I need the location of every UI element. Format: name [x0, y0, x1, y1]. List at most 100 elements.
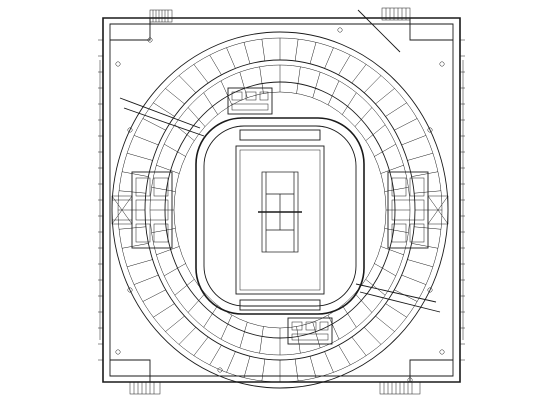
- annotation-markers: [115, 27, 445, 383]
- stair-bottom-right: [379, 381, 421, 395]
- radial-partition-outer: [363, 327, 382, 345]
- radial-partition-outer: [351, 336, 367, 356]
- radial-partition-inner: [365, 279, 386, 296]
- radial-partition-outer: [411, 243, 438, 249]
- radial-partition-outer: [142, 118, 166, 131]
- grid-axis-markers: [98, 39, 465, 361]
- radial-partition-outer: [363, 75, 382, 93]
- radial-partition-inner: [151, 187, 176, 192]
- annotation-marker: [427, 127, 433, 133]
- annotation-marker: [115, 61, 121, 67]
- radial-partition-outer: [127, 259, 153, 268]
- stair-bottom-left: [129, 381, 161, 395]
- radial-partitions-outer: [118, 38, 442, 382]
- radial-partition-inner: [220, 80, 233, 105]
- service-block-left: [111, 171, 173, 249]
- radial-partition-inner: [384, 187, 409, 192]
- radial-partition-inner: [374, 143, 396, 157]
- radial-partition-inner: [342, 92, 357, 115]
- radial-partition-outer: [243, 356, 251, 378]
- radial-partition-inner: [354, 293, 373, 313]
- annotation-marker: [407, 377, 413, 383]
- radial-partition-outer: [375, 88, 395, 105]
- radial-partition-outer: [375, 315, 395, 332]
- radial-partition-outer: [351, 64, 367, 84]
- radial-partition-outer: [142, 289, 166, 302]
- radial-partition-outer: [411, 171, 438, 177]
- radial-partition-outer: [153, 102, 175, 117]
- radial-partition-outer: [193, 336, 209, 356]
- radial-partition-inner: [164, 263, 186, 277]
- radial-partition-outer: [243, 42, 251, 64]
- radial-partition-outer: [226, 351, 236, 373]
- radial-partition-outer: [165, 88, 185, 105]
- radial-partition-inner: [203, 305, 218, 328]
- annotation-marker: [115, 349, 121, 355]
- radial-partition-outer: [294, 359, 299, 381]
- radial-partition-inner: [164, 143, 186, 157]
- radial-partition-outer: [133, 274, 159, 285]
- radial-partition-outer: [309, 356, 317, 378]
- radial-partition-inner: [151, 228, 176, 233]
- annotation-marker: [337, 27, 343, 33]
- radial-partition-outer: [209, 345, 222, 366]
- radial-partition-inner: [384, 228, 409, 233]
- radial-partition-outer: [153, 303, 175, 318]
- radial-partition-inner: [374, 263, 396, 277]
- radial-partition-inner: [174, 279, 195, 296]
- radial-partition-inner: [327, 315, 340, 340]
- building-outline: [99, 7, 464, 395]
- radial-partition-outer: [165, 315, 185, 332]
- radial-partition-inner: [380, 246, 404, 256]
- radial-partition-outer: [401, 274, 427, 285]
- radial-partition-inner: [259, 66, 264, 94]
- service-block-right: [387, 171, 449, 249]
- radial-partition-inner: [312, 72, 321, 98]
- radial-partition-outer: [261, 359, 266, 381]
- seating-ring-inner: [195, 117, 365, 315]
- radial-partition-inner: [354, 107, 373, 127]
- annotation-marker: [427, 287, 433, 293]
- radial-partition-inner: [365, 124, 386, 141]
- annotation-marker: [147, 37, 153, 43]
- service-block-top: [227, 87, 273, 115]
- access-ramps: [119, 9, 441, 313]
- radial-partition-inner: [259, 326, 264, 354]
- radial-partition-outer: [122, 243, 149, 249]
- annotation-marker: [439, 61, 445, 67]
- radial-partition-inner: [174, 124, 195, 141]
- radial-partition-inner: [296, 66, 301, 94]
- annotation-marker: [127, 127, 133, 133]
- radial-partition-outer: [309, 42, 317, 64]
- radial-partition-outer: [324, 47, 334, 69]
- radial-partition-inner: [220, 315, 233, 340]
- radial-partition-outer: [394, 118, 418, 131]
- radial-partition-outer: [324, 351, 334, 373]
- radial-partition-outer: [178, 327, 197, 345]
- radial-partition-outer: [294, 39, 299, 61]
- service-block-bottom: [287, 317, 333, 345]
- stair-top-right: [381, 7, 411, 21]
- radial-partition-outer: [407, 259, 433, 268]
- arena-floor: [235, 129, 325, 311]
- radial-partition-outer: [261, 39, 266, 61]
- radial-partition-outer: [133, 135, 159, 146]
- annotation-marker: [439, 349, 445, 355]
- radial-partition-outer: [178, 75, 197, 93]
- radial-partition-inner: [239, 322, 248, 348]
- stair-top-left: [149, 9, 173, 23]
- annotation-marker: [217, 367, 223, 373]
- radial-partition-outer: [401, 135, 427, 146]
- radial-partition-inner: [187, 293, 206, 313]
- annotation-marker: [127, 287, 133, 293]
- radial-partitions-inner: [150, 65, 410, 355]
- radial-partition-inner: [380, 164, 404, 174]
- radial-partition-outer: [385, 303, 407, 318]
- radial-partition-outer: [394, 289, 418, 302]
- radial-partition-inner: [187, 107, 206, 127]
- tennis-court: [258, 171, 302, 253]
- radial-partition-outer: [193, 64, 209, 84]
- radial-partition-outer: [385, 102, 407, 117]
- radial-partition-outer: [338, 54, 351, 75]
